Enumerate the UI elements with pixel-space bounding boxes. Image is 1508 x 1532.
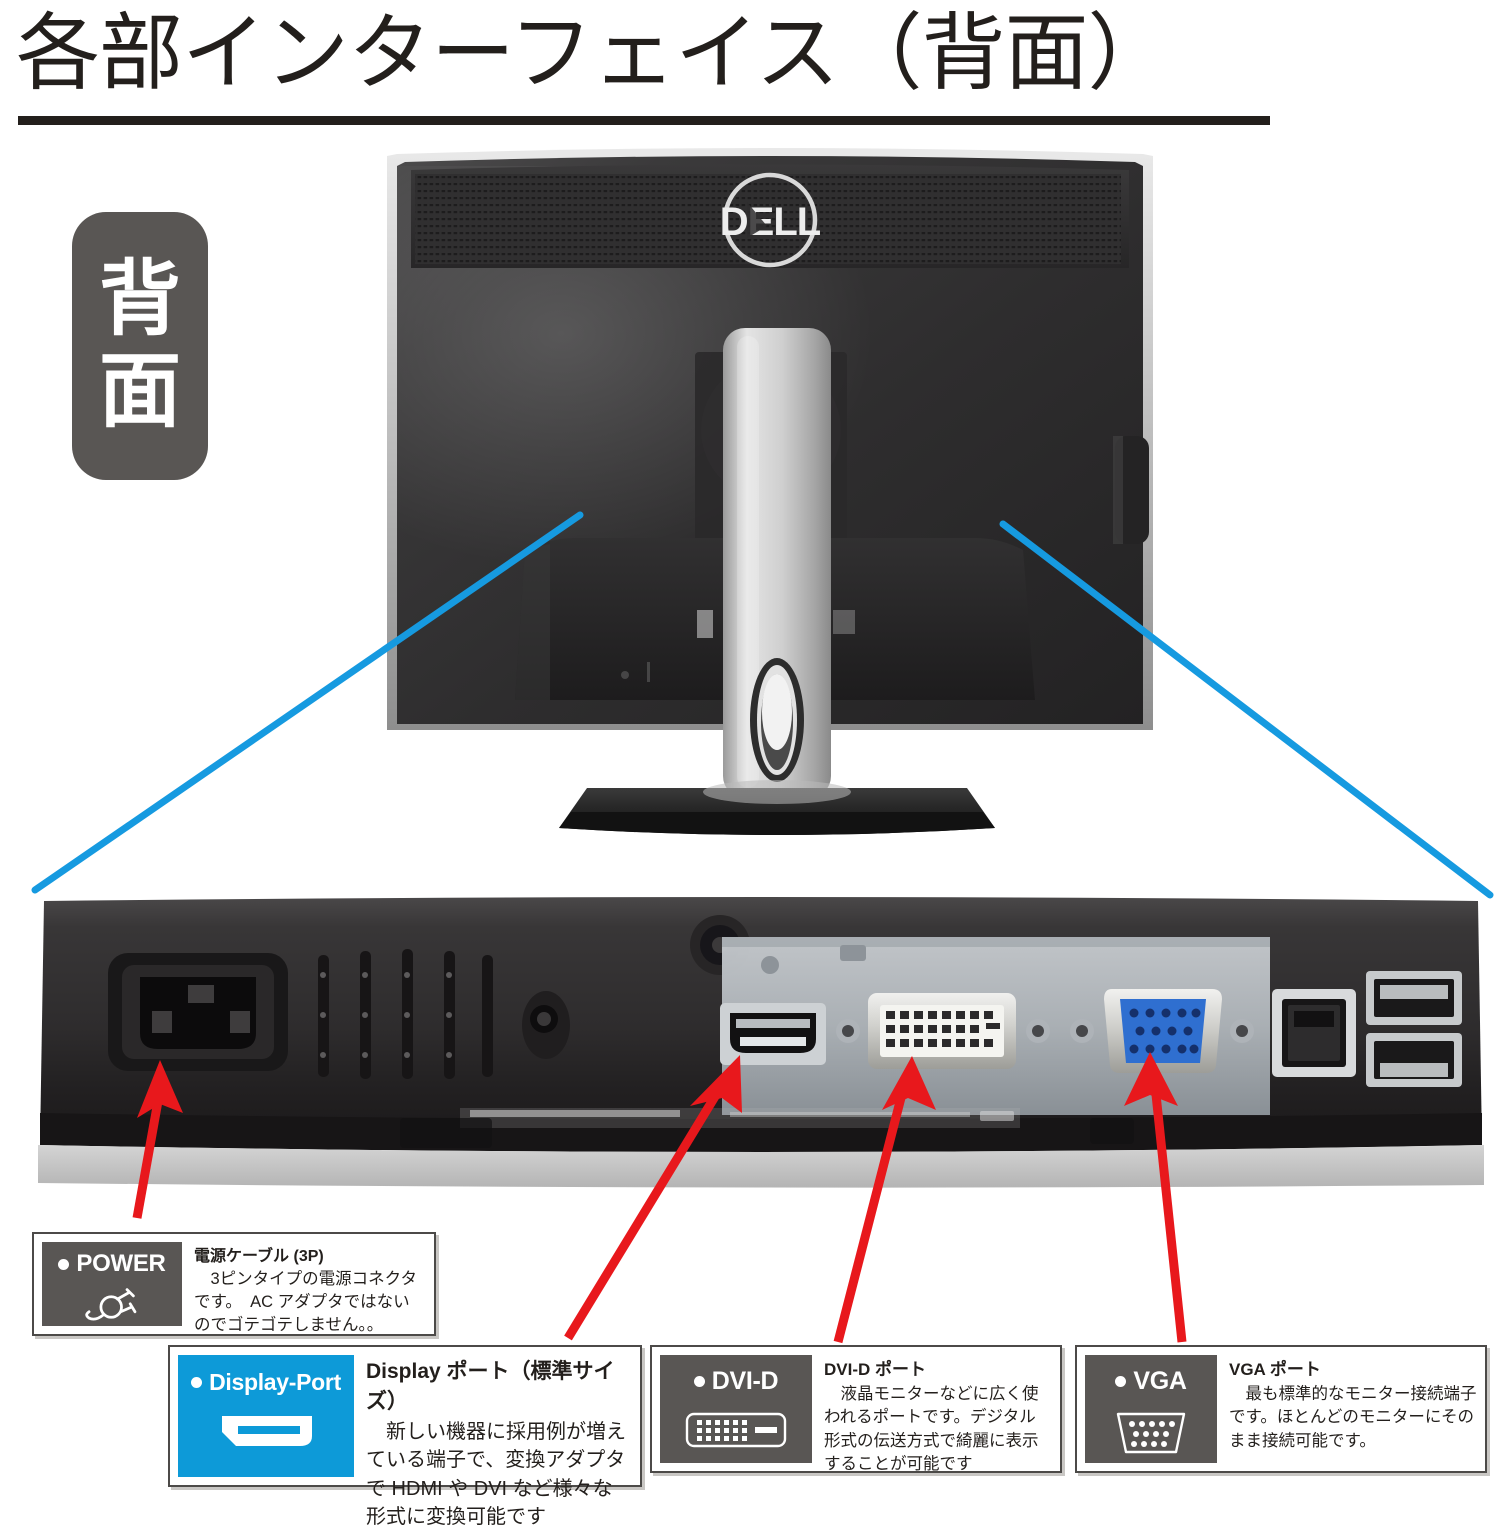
usb-downstream-type-a-ports — [1366, 971, 1462, 1087]
power-plug-icon — [85, 1288, 137, 1321]
monitor-bottom-port-panel-photo — [30, 893, 1492, 1191]
page-title: 各部インターフェイス（背面） — [16, 6, 1171, 100]
power-badge: POWER — [42, 1242, 182, 1326]
displayport-badge-label-row: Display-Port — [191, 1369, 341, 1396]
usb-upstream-type-b-port — [1272, 989, 1356, 1077]
side-badge-char-1: 背 — [98, 254, 181, 346]
displayport-badge: Display-Port — [178, 1355, 354, 1477]
displayport-title: Display ポート（標準サイズ） — [366, 1360, 615, 1413]
regulatory-label — [460, 1108, 1020, 1128]
title-underline-rule — [18, 116, 1270, 125]
dell-monitor-rear-photo: DELL — [375, 140, 1165, 840]
power-text: 電源ケーブル (3P) 3ピンタイプの電源コネクタです。 AC アダプタではない… — [182, 1242, 426, 1334]
power-badge-label: POWER — [76, 1250, 166, 1277]
vga-badge: VGA — [1085, 1355, 1217, 1463]
displayport-port — [720, 1003, 826, 1065]
displayport-body: 新しい機器に採用例が増えている端子で、変換アダプタで HDMI や DVI など… — [366, 1421, 626, 1529]
dvid-badge-label-row: DVI-D — [693, 1367, 779, 1396]
power-body: 3ピンタイプの電源コネクタです。 AC アダプタではないのでゴテゴテしません。。 — [194, 1270, 418, 1334]
callout-dvid: DVI-D DVI-D ポート 液晶モニターなどに広く使われるポートです。デジタ… — [650, 1345, 1062, 1473]
bullet-dot-icon — [191, 1377, 203, 1388]
svg-text:DELL: DELL — [720, 200, 821, 244]
side-badge-char-2: 面 — [98, 346, 181, 437]
callout-power: POWER 電源ケーブル (3P) 3ピンタイプの電源コネクタです。 AC アダ… — [32, 1232, 436, 1336]
callout-vga: VGA VGA ポート 最も標準的なモニター接続端子です。ほとんどのモニターにそ… — [1075, 1345, 1487, 1473]
dvi-d-port — [836, 993, 1050, 1069]
vga-text: VGA ポート 最も標準的なモニター接続端子です。ほとんどのモニターにそのまま接… — [1217, 1355, 1477, 1463]
displayport-connector-icon — [222, 1416, 312, 1446]
bullet-dot-icon — [1115, 1376, 1127, 1387]
power-badge-label-row: POWER — [58, 1250, 166, 1278]
dvid-text: DVI-D ポート 液晶モニターなどに広く使われるポートです。デジタル形式の伝送… — [812, 1355, 1052, 1473]
callout-displayport: Display-Port Display ポート（標準サイズ） 新しい機器に採用… — [168, 1345, 642, 1528]
power-title: 電源ケーブル (3P) — [194, 1248, 324, 1265]
vga-body: 最も標準的なモニター接続端子です。ほとんどのモニターにそのまま接続可能です。 — [1229, 1385, 1477, 1450]
vga-badge-label: VGA — [1133, 1367, 1187, 1395]
dvid-badge: DVI-D — [660, 1355, 812, 1463]
dvid-title: DVI-D ポート — [824, 1360, 926, 1379]
power-ac-inlet-port — [108, 953, 288, 1071]
vga-badge-label-row: VGA — [1115, 1367, 1187, 1396]
displayport-text: Display ポート（標準サイズ） 新しい機器に採用例が増えている端子で、変換… — [354, 1355, 632, 1528]
dvid-body: 液晶モニターなどに広く使われるポートです。デジタル形式の伝送方式で綺麗に表示する… — [824, 1385, 1039, 1474]
dvid-badge-label: DVI-D — [711, 1367, 779, 1395]
bullet-dot-icon — [58, 1258, 70, 1270]
vent-slots — [318, 949, 493, 1079]
vga-connector-icon — [1116, 1412, 1186, 1454]
security-lock-slot — [522, 991, 570, 1059]
monitor-stand-base — [559, 780, 995, 835]
displayport-badge-label: Display-Port — [209, 1369, 341, 1395]
dvi-connector-icon — [685, 1412, 787, 1448]
dell-logo: DELL — [720, 172, 822, 268]
side-badge-rear: 背 面 — [72, 212, 208, 480]
bullet-dot-icon — [693, 1376, 705, 1387]
vga-title: VGA ポート — [1229, 1360, 1321, 1379]
monitor-stand-column — [723, 328, 831, 798]
